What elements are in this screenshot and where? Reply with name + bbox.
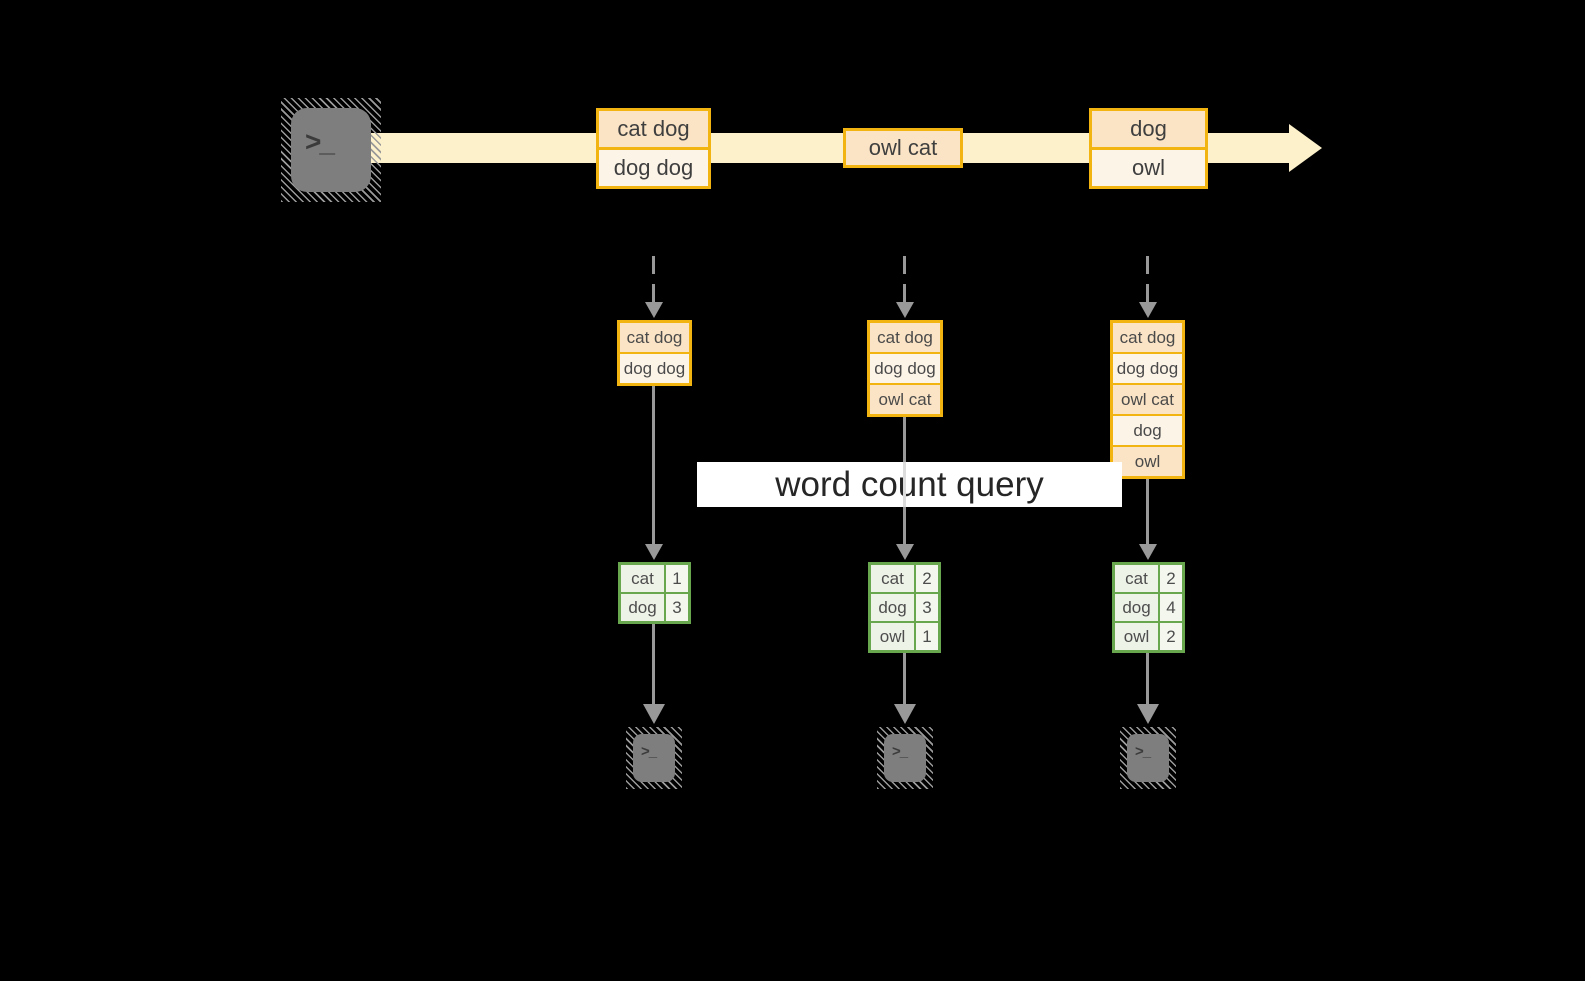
arrowhead-icon (645, 544, 663, 560)
count-row: dog 3 (871, 592, 938, 621)
count-cell: 1 (914, 623, 938, 650)
terminal-icon-body: >_ (291, 108, 371, 192)
buffer-row: cat dog (620, 323, 689, 352)
event-row: owl (1092, 147, 1205, 186)
prompt-glyph: >_ (305, 126, 335, 157)
stream-event-box: owl cat (843, 128, 963, 168)
event-row: owl cat (846, 131, 960, 165)
event-row: dog dog (599, 147, 708, 186)
down-arrow (652, 386, 655, 544)
count-cell: 4 (1158, 594, 1182, 621)
down-arrow (903, 653, 906, 704)
arrowhead-icon (894, 704, 916, 724)
stream-event-box: dog owl (1089, 108, 1208, 189)
terminal-icon-body: >_ (1127, 734, 1169, 782)
count-row: cat 2 (871, 565, 938, 592)
buffer-row: dog dog (1113, 352, 1182, 383)
buffer-stack: cat dog dog dog (617, 320, 692, 386)
down-arrow (1146, 653, 1149, 704)
buffer-row: owl cat (1113, 383, 1182, 414)
terminal-icon-body: >_ (633, 734, 675, 782)
arrowhead-icon (645, 302, 663, 318)
stream-arrowhead (1289, 124, 1322, 172)
event-row: cat dog (599, 111, 708, 147)
count-cell: 2 (1158, 565, 1182, 592)
arrowhead-icon (896, 544, 914, 560)
down-arrow (1146, 479, 1149, 544)
buffer-row: cat dog (1113, 323, 1182, 352)
word-cell: cat (1115, 565, 1158, 592)
count-row: dog 3 (621, 592, 688, 621)
count-cell: 3 (664, 594, 688, 621)
down-arrow (652, 624, 655, 704)
arrowhead-icon (643, 704, 665, 724)
prompt-glyph: >_ (641, 743, 657, 760)
event-row: dog (1092, 111, 1205, 147)
terminal-icon: >_ (877, 727, 933, 789)
word-cell: owl (871, 623, 914, 650)
terminal-icon: >_ (626, 727, 682, 789)
word-cell: cat (621, 565, 664, 592)
prompt-glyph: >_ (892, 743, 908, 760)
arrowhead-icon (1139, 302, 1157, 318)
count-row: owl 1 (871, 621, 938, 650)
count-cell: 1 (664, 565, 688, 592)
buffer-row: dog dog (870, 352, 940, 383)
word-cell: dog (1115, 594, 1158, 621)
buffer-stack: cat dog dog dog owl cat (867, 320, 943, 417)
stream-event-box: cat dog dog dog (596, 108, 711, 189)
count-row: cat 2 (1115, 565, 1182, 592)
buffer-row: cat dog (870, 323, 940, 352)
query-label-text: word count query (775, 465, 1044, 504)
terminal-icon: >_ (281, 98, 381, 202)
buffer-row: dog dog (620, 352, 689, 383)
word-cell: dog (871, 594, 914, 621)
count-table: cat 1 dog 3 (618, 562, 691, 624)
arrowhead-icon (896, 302, 914, 318)
dashed-down-arrow (652, 256, 655, 302)
arrowhead-icon (1139, 544, 1157, 560)
count-table: cat 2 dog 4 owl 2 (1112, 562, 1185, 653)
word-cell: owl (1115, 623, 1158, 650)
count-row: dog 4 (1115, 592, 1182, 621)
word-cell: dog (621, 594, 664, 621)
dashed-down-arrow (1146, 256, 1149, 302)
count-cell: 3 (914, 594, 938, 621)
count-table: cat 2 dog 3 owl 1 (868, 562, 941, 653)
count-row: owl 2 (1115, 621, 1182, 650)
count-row: cat 1 (621, 565, 688, 592)
word-cell: cat (871, 565, 914, 592)
count-cell: 2 (1158, 623, 1182, 650)
arrowhead-icon (1137, 704, 1159, 724)
prompt-glyph: >_ (1135, 743, 1151, 760)
buffer-row: owl cat (870, 383, 940, 414)
query-label: word count query (697, 462, 1122, 507)
buffer-stack: cat dog dog dog owl cat dog owl (1110, 320, 1185, 479)
dashed-down-arrow (903, 256, 906, 302)
buffer-row: owl (1113, 445, 1182, 476)
buffer-row: dog (1113, 414, 1182, 445)
count-cell: 2 (914, 565, 938, 592)
terminal-icon-body: >_ (884, 734, 926, 782)
terminal-icon: >_ (1120, 727, 1176, 789)
arrow-line-through-label (903, 462, 906, 507)
